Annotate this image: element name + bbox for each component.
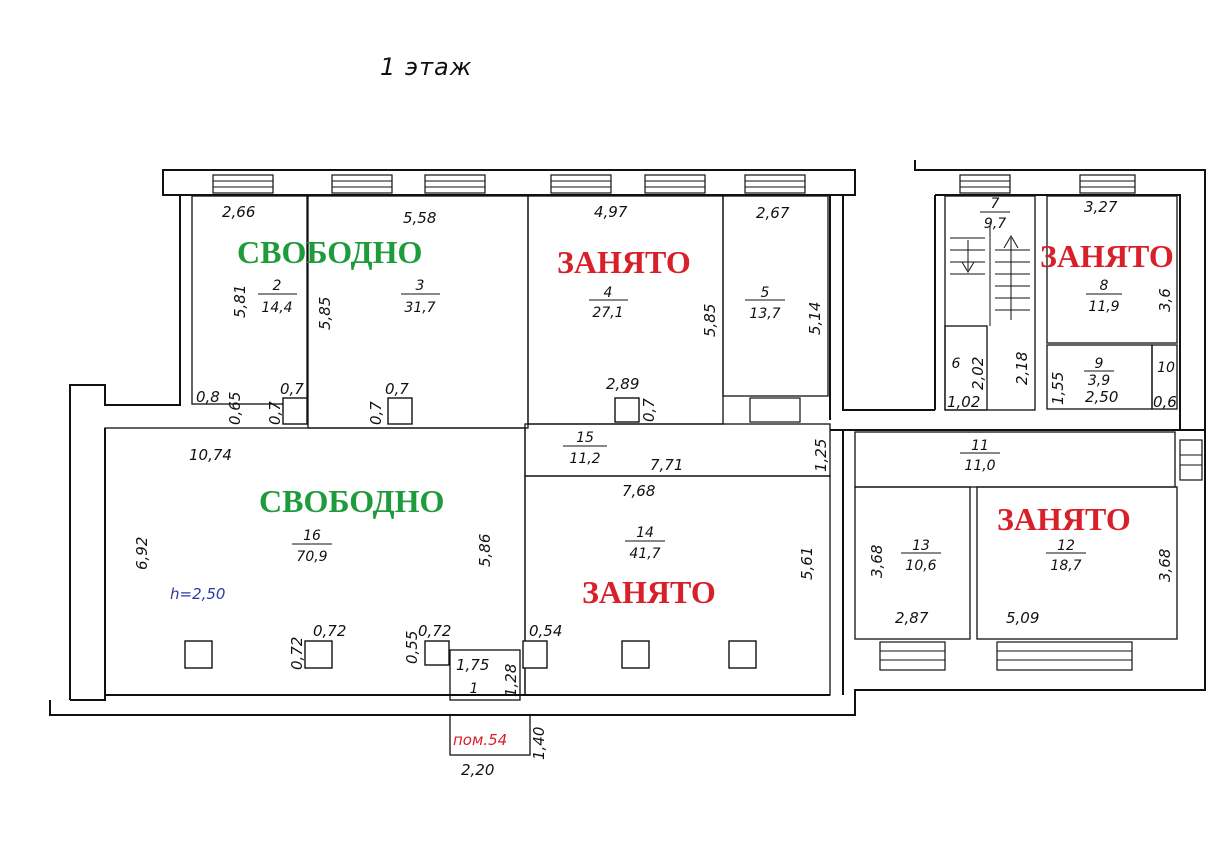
room-2-area: 14,4 [261, 300, 292, 316]
dim-0-72-c: 0,72 [418, 622, 451, 640]
status-free-room-16: СВОБОДНО [259, 483, 444, 519]
room-5-area: 13,7 [749, 306, 780, 322]
dim-0-8: 0,8 [196, 388, 220, 406]
room-10-number: 10 [1157, 360, 1175, 376]
room-7-area: 9,7 [984, 216, 1006, 232]
dim-1-55: 1,55 [1049, 372, 1067, 405]
room-labels: 2 14,4 3 31,7 4 27,1 5 13,7 7 9,7 8 11,9… [258, 196, 1175, 697]
room-15-number: 15 [576, 430, 594, 446]
status-busy-room-12: ЗАНЯТО [997, 501, 1131, 537]
dim-5-14: 5,14 [806, 302, 824, 335]
dim-2-66: 2,66 [222, 203, 255, 221]
dim-2-02: 2,02 [969, 357, 987, 390]
pillars [184, 397, 757, 669]
room-8-area: 11,9 [1088, 299, 1119, 315]
floor-title: 1 этаж [380, 53, 472, 81]
dim-7-71: 7,71 [650, 456, 683, 474]
dim-0-7-d: 0,7 [367, 401, 385, 425]
dim-7-68: 7,68 [622, 482, 655, 500]
room-12-number: 12 [1057, 538, 1075, 554]
dim-5-85-b: 5,85 [701, 304, 719, 337]
dim-3-68-b: 3,68 [1156, 549, 1174, 582]
dim-0-7-c: 0,7 [385, 380, 409, 398]
dim-0-7-e: 0,7 [640, 398, 658, 422]
dim-2-89: 2,89 [606, 375, 639, 393]
room-6-number: 6 [952, 356, 961, 372]
dim-1-02: 1,02 [947, 393, 980, 411]
dim-3-68-a: 3,68 [868, 545, 886, 578]
dim-2-50: 2,50 [1085, 388, 1118, 406]
room-9-number: 9 [1095, 356, 1104, 372]
dim-5-81: 5,81 [231, 285, 249, 318]
inner-walls [104, 195, 1178, 756]
dim-0-72-a: 0,72 [313, 622, 346, 640]
ceiling-height-label: h=2,50 [170, 585, 225, 603]
room-3-number: 3 [416, 278, 425, 294]
dim-0-72-b: 0,72 [288, 637, 306, 670]
room-14-number: 14 [636, 525, 654, 541]
status-busy-room-14: ЗАНЯТО [582, 574, 716, 610]
dim-5-86: 5,86 [476, 534, 494, 567]
room-9-area: 3,9 [1088, 373, 1110, 389]
status-busy-room-4: ЗАНЯТО [557, 244, 691, 280]
dim-2-18: 2,18 [1013, 352, 1031, 385]
room-13-number: 13 [912, 538, 930, 554]
room-11-area: 11,0 [964, 458, 995, 474]
dim-2-87: 2,87 [895, 609, 929, 627]
dim-0-7-a: 0,7 [280, 380, 304, 398]
dim-4-97: 4,97 [594, 203, 628, 221]
dim-6-92: 6,92 [133, 537, 151, 570]
dim-0-6: 0,6 [1153, 393, 1177, 411]
room-14-area: 41,7 [629, 546, 660, 562]
dim-5-58: 5,58 [403, 209, 436, 227]
dim-5-61: 5,61 [798, 547, 816, 580]
room-5-number: 5 [761, 285, 770, 301]
status-labels: СВОБОДНО ЗАНЯТО ЗАНЯТО СВОБОДНО ЗАНЯТО З… [237, 234, 1174, 610]
dim-10-74: 10,74 [189, 446, 232, 464]
room-13-area: 10,6 [905, 558, 936, 574]
dim-1-75: 1,75 [456, 656, 489, 674]
dim-0-65: 0,65 [226, 392, 244, 425]
room-8-number: 8 [1100, 278, 1109, 294]
status-free-rooms-2-3: СВОБОДНО [237, 234, 422, 270]
room-11-number: 11 [971, 438, 989, 454]
room-12-area: 18,7 [1050, 558, 1081, 574]
room-4-number: 4 [604, 285, 613, 301]
room-15-area: 11,2 [569, 451, 600, 467]
room-16-number: 16 [303, 528, 321, 544]
dim-2-20: 2,20 [461, 761, 494, 779]
dim-5-09: 5,09 [1006, 609, 1039, 627]
room-1-number: 1 [470, 681, 479, 697]
dim-1-25: 1,25 [812, 439, 830, 472]
premise-label: пом.54 [453, 731, 507, 749]
dim-1-40: 1,40 [530, 727, 548, 760]
room-3-area: 31,7 [404, 300, 435, 316]
dim-3-6: 3,6 [1156, 288, 1174, 312]
room-4-area: 27,1 [592, 305, 623, 321]
dim-0-55: 0,55 [403, 631, 421, 664]
dim-2-67: 2,67 [756, 204, 790, 222]
windows [212, 174, 1203, 671]
dim-3-27: 3,27 [1084, 198, 1118, 216]
room-2-number: 2 [273, 278, 282, 294]
status-busy-room-8: ЗАНЯТО [1040, 238, 1174, 274]
dim-0-7-b: 0,7 [266, 401, 284, 425]
dim-1-28: 1,28 [502, 664, 520, 697]
staircase [950, 226, 1030, 326]
dimension-labels: 2,66 5,58 4,97 2,67 3,27 5,81 5,85 5,85 … [133, 198, 1177, 779]
room-16-area: 70,9 [296, 549, 327, 565]
room-7-number: 7 [991, 196, 1000, 212]
dim-0-54: 0,54 [529, 622, 562, 640]
dim-5-85-a: 5,85 [316, 297, 334, 330]
